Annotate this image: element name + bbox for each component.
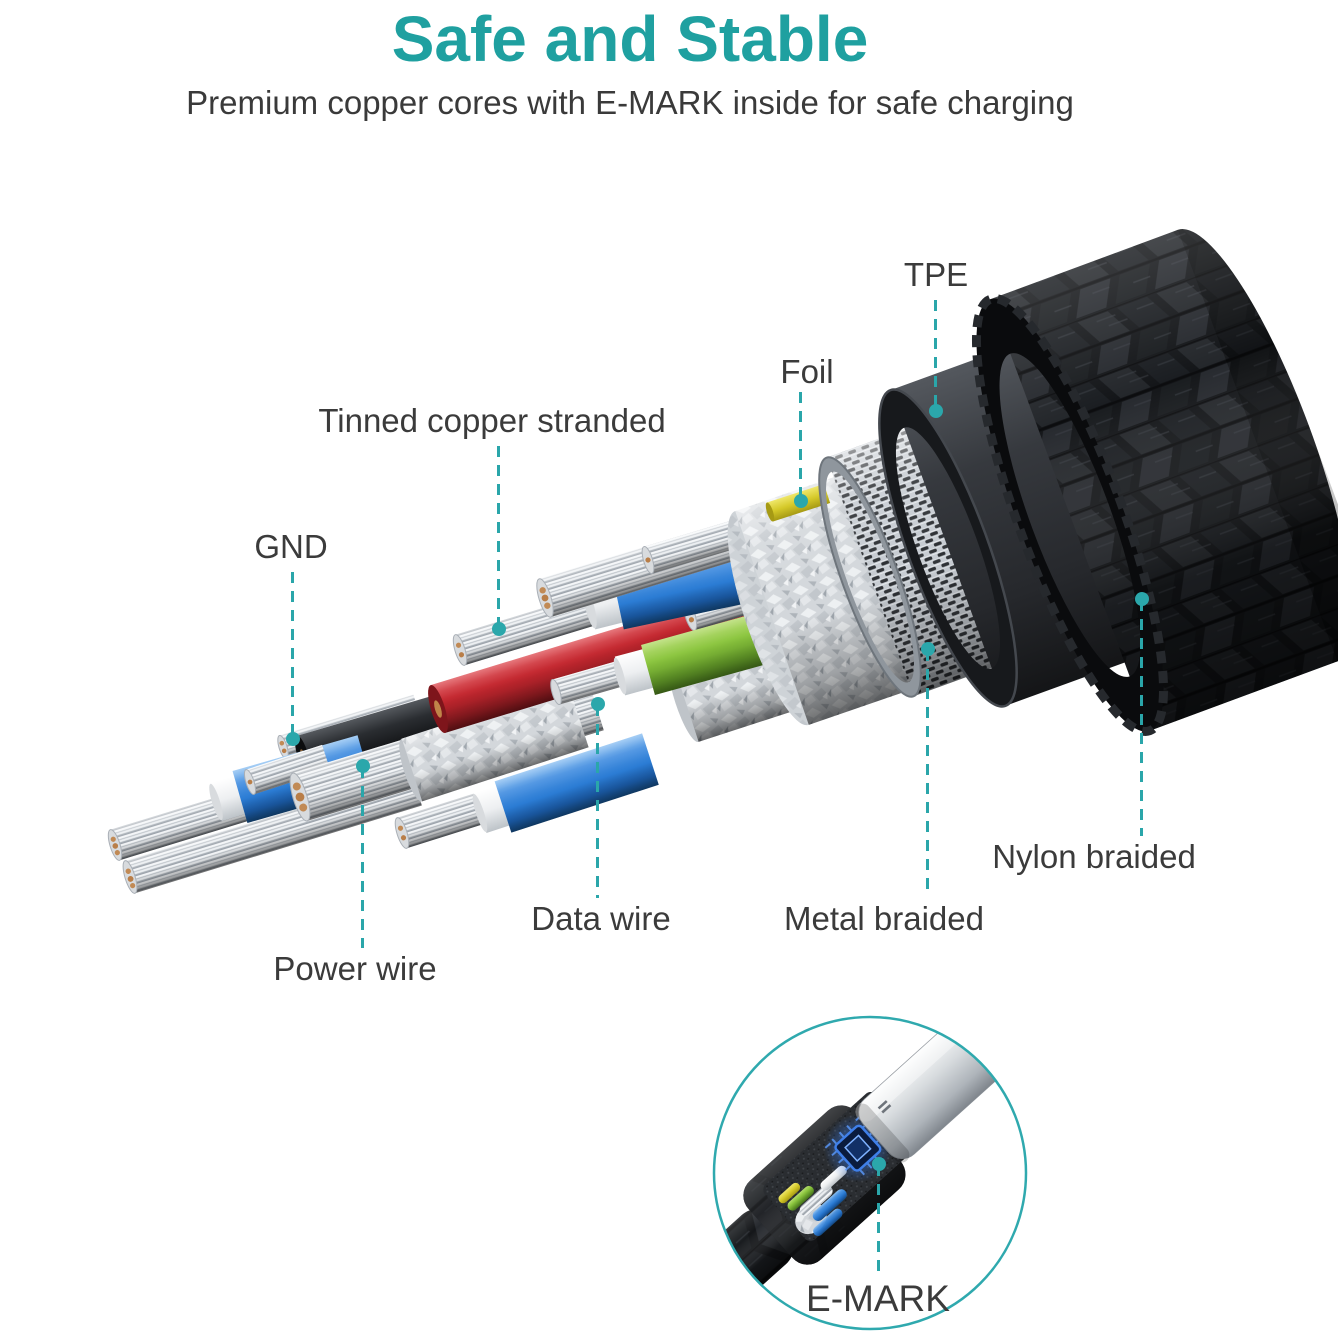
inset-circle [712,1015,1028,1331]
leader-dot-metal-braided [920,642,935,656]
leader-line-emark [871,1157,886,1278]
leader-dot-emark [871,1157,886,1171]
label-tinned-copper-stranded: Tinned copper stranded [318,402,666,439]
leader-dot-nylon-braided [1134,592,1149,606]
leader-line-foil [793,392,808,508]
leader-dot-data-wire [590,697,605,711]
page-title: Safe and Stable [391,3,869,75]
label-nylon-braided: Nylon braided [992,838,1196,875]
emark-inset [712,1015,1028,1331]
leader-line-gnd [285,572,300,746]
leader-dot-gnd [285,732,300,746]
leader-line-tinned-copper [491,446,506,636]
leader-dot-tinned-copper [491,622,506,636]
label-gnd: GND [254,528,328,565]
label-foil: Foil [780,353,834,390]
usb-c-connector [715,1018,1002,1312]
leader-line-metal-braided [920,642,935,896]
page-subtitle: Premium copper cores with E-MARK inside … [186,84,1074,121]
leader-dot-power-wire [355,759,370,773]
usb-c-plug [854,1018,1002,1163]
cable-cross-section [107,210,1338,894]
leader-line-nylon-braided [1134,592,1149,836]
leader-line-power-wire [355,759,370,948]
leader-line-tpe [928,300,943,418]
label-tpe: TPE [903,256,969,293]
leader-line-data-wire [590,697,605,898]
label-power-wire: Power wire [273,950,437,987]
leader-dot-foil [793,494,808,508]
label-metal-braided: Metal braided [784,900,984,937]
label-emark: E-MARK [806,1278,950,1319]
leader-dot-tpe [928,404,943,418]
label-data-wire: Data wire [531,900,671,937]
